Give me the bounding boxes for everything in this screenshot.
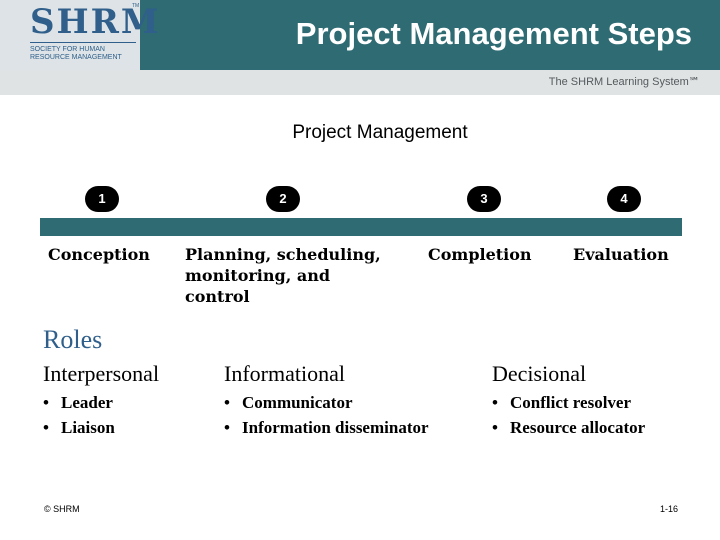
role-item: •Information disseminator [224, 415, 429, 440]
timeline-bar [40, 218, 682, 236]
role-column-informational: Informational •Communicator •Information… [224, 360, 429, 440]
diagram-title: Project Management [292, 122, 468, 143]
role-item: •Liaison [43, 415, 159, 440]
bullet-icon: • [492, 393, 498, 412]
step-number-4: 4 [607, 186, 641, 212]
step-number-2: 2 [266, 186, 300, 212]
logo-subtitle: SOCIETY FOR HUMAN RESOURCE MANAGEMENT [30, 46, 122, 61]
bullet-icon: • [43, 393, 49, 412]
role-item: •Conflict resolver [492, 390, 645, 415]
slide-title: Project Management Steps [295, 16, 692, 51]
role-column-interpersonal: Interpersonal •Leader •Liaison [43, 360, 159, 440]
header-bar: SHRM TM SOCIETY FOR HUMAN RESOURCE MANAG… [0, 0, 720, 70]
copyright: © SHRM [44, 504, 80, 514]
bullet-icon: • [224, 418, 230, 437]
role-column-title: Decisional [492, 361, 587, 386]
step-number-1: 1 [85, 186, 119, 212]
bullet-icon: • [492, 418, 498, 437]
phase-planning: Planning, scheduling, monitoring, and co… [185, 245, 381, 306]
bullet-icon: • [43, 418, 49, 437]
role-column-title: Informational [224, 361, 345, 386]
logo-mark: SHRM [30, 2, 161, 42]
learning-system-label: The SHRM Learning System℠ [548, 76, 700, 88]
role-item: •Leader [43, 390, 159, 415]
phase-completion: Completion [428, 245, 532, 264]
roles-heading: Roles [43, 325, 103, 354]
logo-divider [30, 42, 136, 43]
learning-system-bar: The SHRM Learning System℠ [0, 70, 720, 95]
slide-number: 1-16 [659, 504, 678, 514]
step-number-3: 3 [467, 186, 501, 212]
bullet-icon: • [224, 393, 230, 412]
shrm-logo: SHRM TM SOCIETY FOR HUMAN RESOURCE MANAG… [0, 0, 159, 70]
phase-evaluation: Evaluation [573, 245, 669, 264]
logo-trademark: TM [132, 3, 140, 9]
role-item: •Communicator [224, 390, 429, 415]
phase-conception: Conception [48, 245, 150, 264]
role-column-decisional: Decisional •Conflict resolver •Resource … [492, 360, 645, 440]
role-item: •Resource allocator [492, 415, 645, 440]
role-column-title: Interpersonal [43, 361, 160, 386]
